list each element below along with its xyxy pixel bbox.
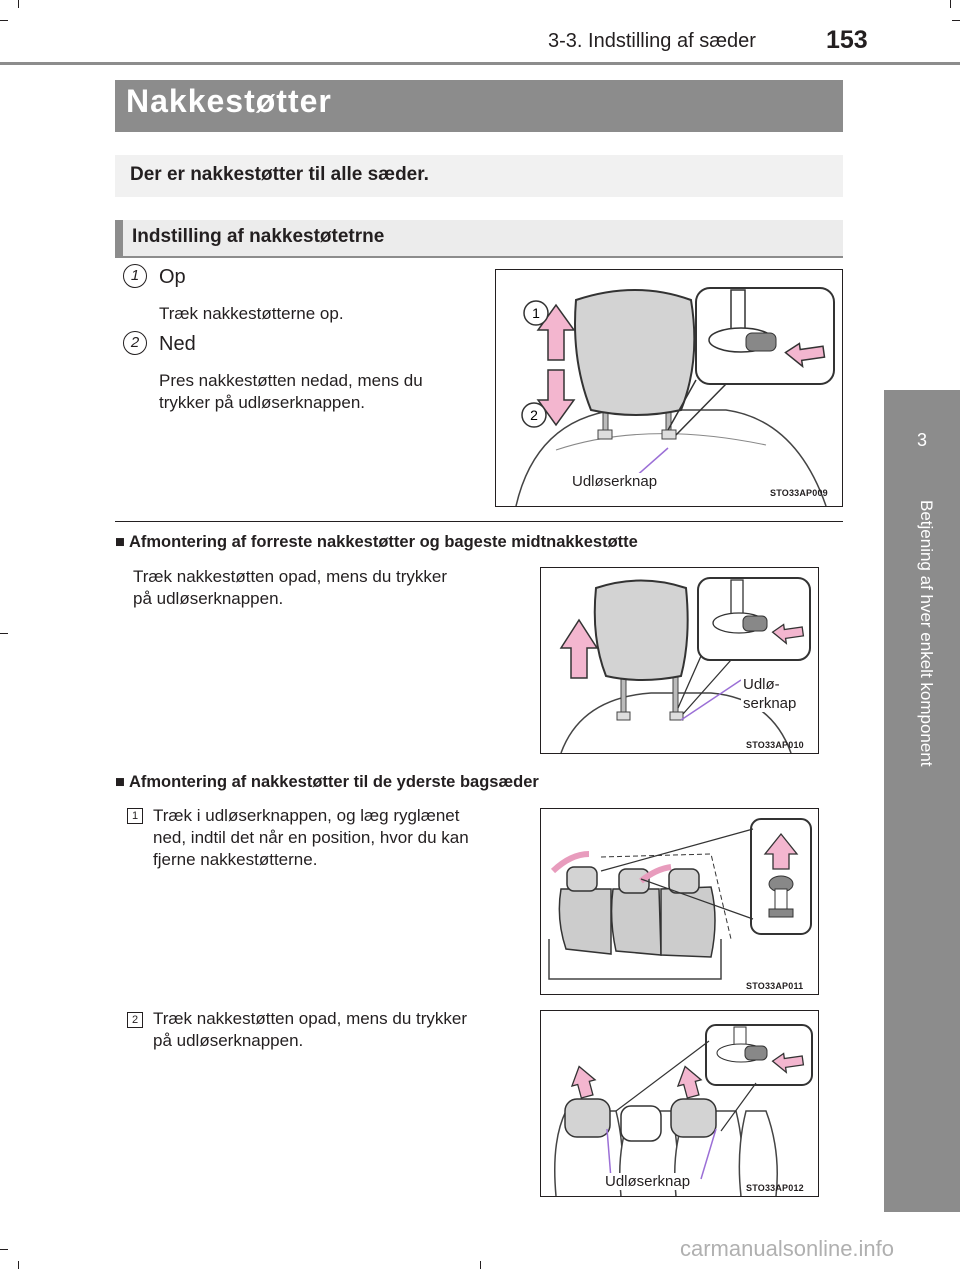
section-heading-rear: ■ Afmontering af nakkestøtter til de yde… bbox=[115, 773, 539, 792]
subsection-title: Indstilling af nakkestøtetrne bbox=[132, 226, 385, 247]
intro-text: Der er nakkestøtter til alle sæder. bbox=[130, 164, 429, 185]
figure-rear-removal: Udløserknap STO33AP012 bbox=[540, 1010, 819, 1197]
step2-line2: på udløserknappen. bbox=[153, 1031, 304, 1050]
item-text-down-1: Pres nakkestøtten nedad, mens du bbox=[159, 371, 423, 390]
subsection-bar bbox=[115, 220, 843, 256]
figure-code: STO33AP009 bbox=[770, 488, 828, 498]
item-title-up: Op bbox=[159, 266, 186, 288]
footer-watermark: carmanualsonline.info bbox=[680, 1236, 895, 1261]
intro-box bbox=[115, 155, 843, 197]
bullet-icon: ■ bbox=[115, 773, 125, 791]
front-figure-code: STO33AP010 bbox=[746, 740, 804, 750]
step-number-1: 1 bbox=[127, 808, 143, 824]
subsection-underline bbox=[115, 256, 843, 258]
front-text-2: på udløserknappen. bbox=[133, 589, 284, 608]
section-divider bbox=[115, 521, 843, 522]
page-title-bar bbox=[115, 80, 843, 132]
chapter-title: Betjening af hver enkelt komponent bbox=[917, 500, 936, 767]
rear-fold-illustration bbox=[548, 818, 812, 980]
figure-label-2: 2 bbox=[530, 407, 538, 423]
figure-callout-release-button: Udløserknap bbox=[570, 473, 660, 490]
figure-front-removal: Udlø- serknap STO33AP010 bbox=[540, 567, 819, 754]
section-heading-front: ■ Afmontering af forreste nakkestøtter o… bbox=[115, 533, 638, 552]
page-number: 153 bbox=[826, 26, 868, 54]
rear-callout-release-button: Udløserknap bbox=[603, 1173, 693, 1190]
section-heading-rear-text: Afmontering af nakkestøtter til de yders… bbox=[128, 773, 539, 791]
item-number-2: 2 bbox=[123, 331, 147, 355]
front-text-1: Træk nakkestøtten opad, mens du trykker bbox=[133, 567, 447, 586]
rear-removal-illustration bbox=[554, 1024, 813, 1196]
headrest-adjust-illustration: 1 2 bbox=[515, 287, 835, 506]
section-heading-front-text: Afmontering af forreste nakkestøtter og … bbox=[128, 533, 638, 551]
header-rule bbox=[0, 62, 960, 65]
item-title-down: Ned bbox=[159, 333, 196, 355]
chapter-number: 3 bbox=[916, 430, 927, 450]
rear-figure2-code: STO33AP012 bbox=[746, 1183, 804, 1193]
figure-rear-fold: STO33AP011 bbox=[540, 808, 819, 995]
figure-label-1: 1 bbox=[532, 305, 540, 321]
step1-line3: fjerne nakkestøtterne. bbox=[153, 850, 318, 869]
page-title: Nakkestøtter bbox=[126, 83, 332, 119]
figure-headrest-adjust: 1 2 Udløserknap STO33AP009 bbox=[495, 269, 843, 507]
front-callout-line2: serknap bbox=[741, 695, 799, 712]
item-text-down-2: trykker på udløserknappen. bbox=[159, 393, 365, 412]
running-header: 3-3. Indstilling af sæder bbox=[548, 30, 756, 52]
front-removal-illustration bbox=[559, 577, 811, 753]
rear-figure1-code: STO33AP011 bbox=[746, 981, 804, 991]
step2-line1: Træk nakkestøtten opad, mens du trykker bbox=[153, 1009, 467, 1028]
item-text-up: Træk nakkestøtterne op. bbox=[159, 304, 344, 323]
chapter-tab bbox=[884, 390, 960, 1212]
step1-line1: Træk i udløserknappen, og læg ryglænet bbox=[153, 806, 460, 825]
front-callout-line1: Udlø- bbox=[741, 676, 782, 693]
step-number-2: 2 bbox=[127, 1012, 143, 1028]
bullet-icon: ■ bbox=[115, 533, 125, 551]
step1-line2: ned, indtil det når en position, hvor du… bbox=[153, 828, 469, 847]
item-number-1: 1 bbox=[123, 264, 147, 288]
